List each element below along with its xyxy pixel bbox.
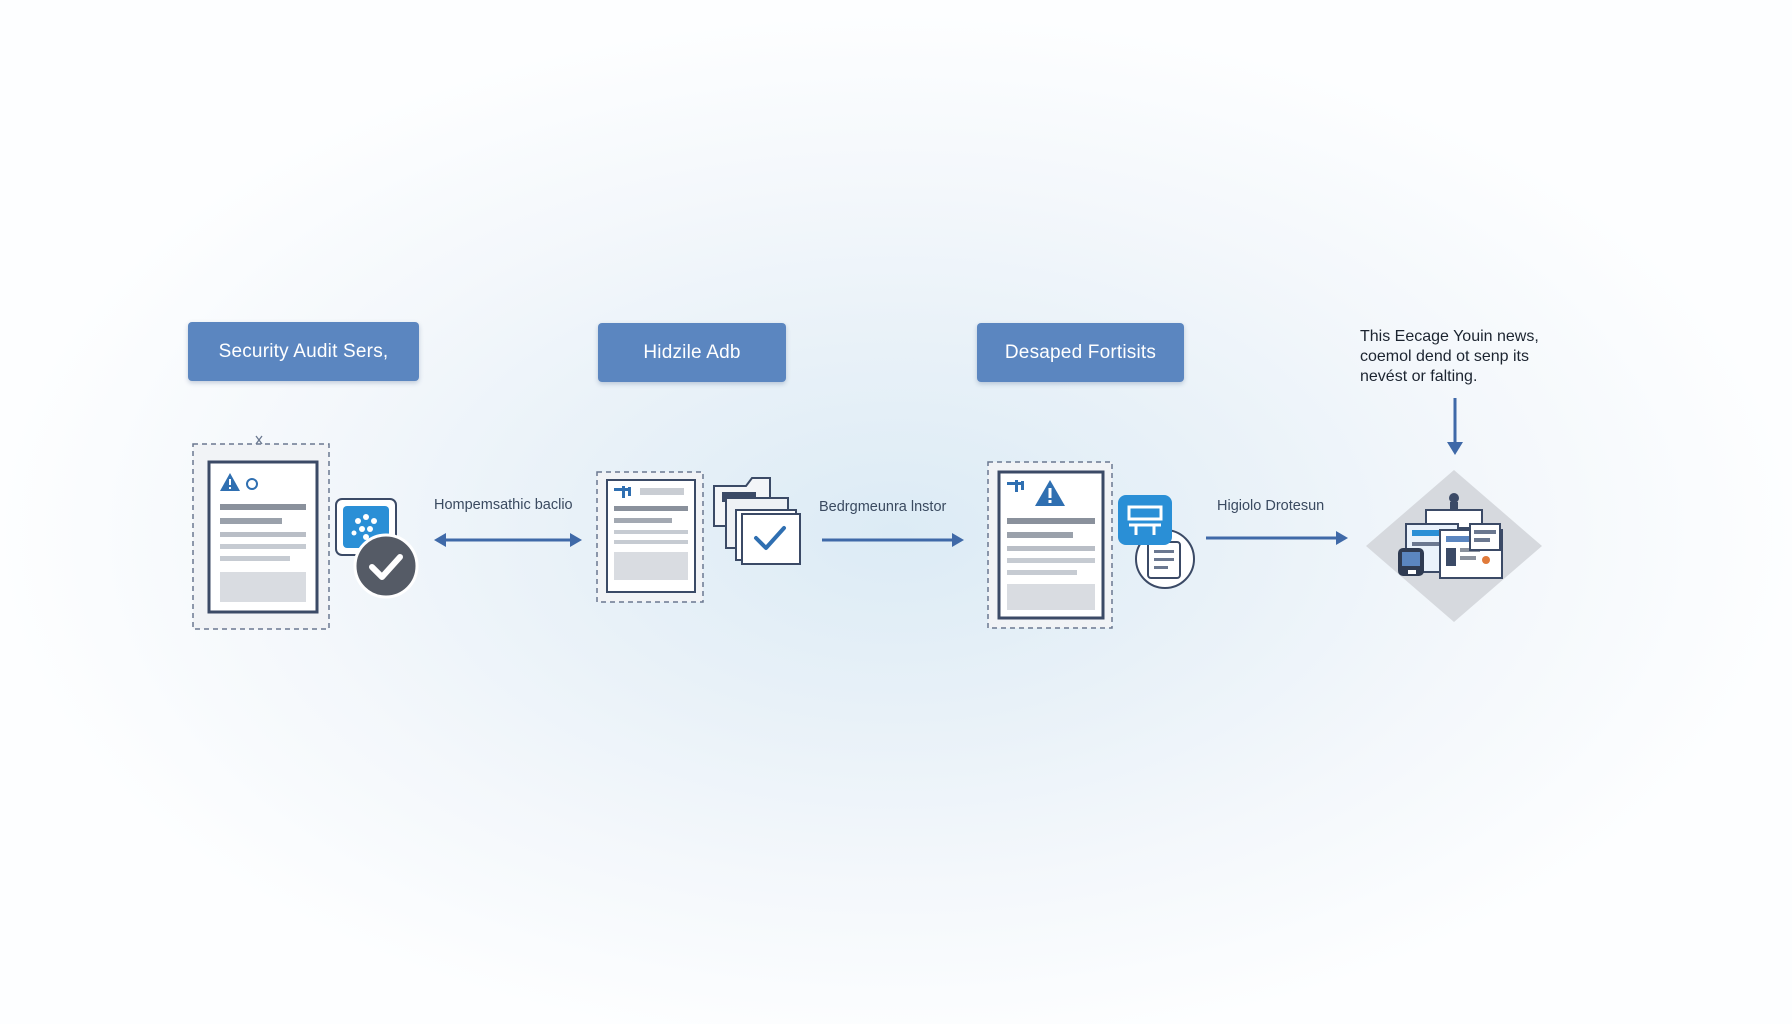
down-arrow-icon [1447,398,1463,455]
warning-document-icon [987,461,1113,629]
callout-note: This Eecage Youin news, coemol dend ot s… [1360,327,1570,387]
diamond-devices-icon [1366,470,1542,622]
stage-label-security-audit: Security Audit Sers, [188,322,419,381]
double-arrow-icon [434,533,582,547]
right-arrow-icon [1206,531,1348,545]
checked-folders-icon [713,477,801,565]
connector-label-3: Higiolo Drotesun [1217,498,1325,514]
callout-line: coemol dend ot senp its [1360,348,1529,365]
connector-label-2: Bedrgmeunra lnstor [819,499,947,515]
stage-label-hidzile-adb: Hidzile Adb [598,323,786,382]
server-icon [1118,495,1172,545]
report-document-icon [596,471,704,603]
connector-label-1: Hompemsathic baclio [434,497,573,513]
stage-label-desaped-fortisits: Desaped Fortisits [977,323,1184,382]
callout-line: This Eecage Youin news, [1360,328,1539,345]
audit-document-icon [192,435,330,630]
callout-line: nevést or falting. [1360,368,1478,385]
check-circle-icon [353,533,419,599]
right-arrow-icon [822,533,964,547]
